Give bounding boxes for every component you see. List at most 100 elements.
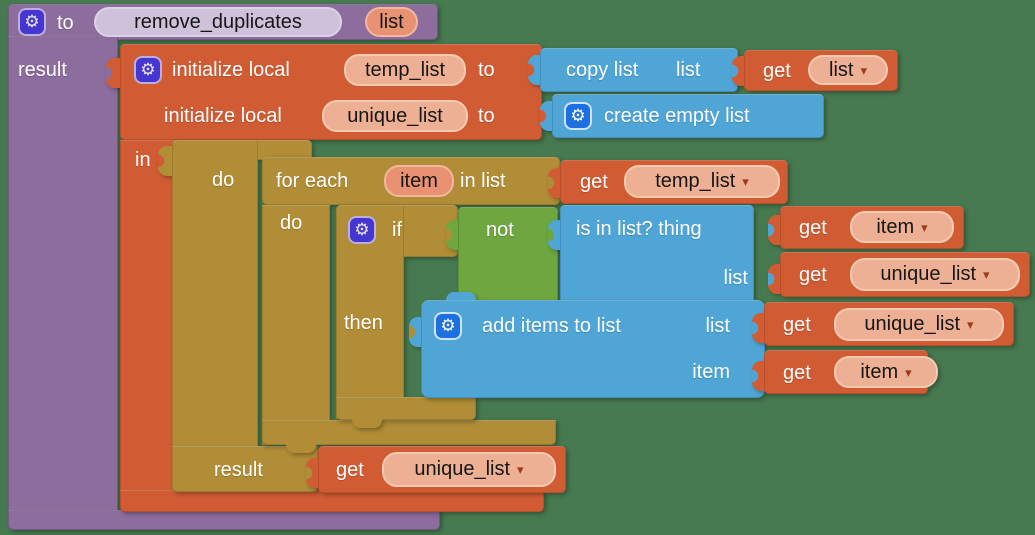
get-label: get <box>783 362 811 384</box>
next-statement-nub <box>352 419 382 428</box>
dropdown-value: item <box>860 360 899 383</box>
dropdown-arrow-icon: ▾ <box>517 462 524 477</box>
create-empty-list-label: create empty list <box>604 105 750 127</box>
dropdown-value: temp_list <box>655 170 736 192</box>
plug-connector <box>752 313 766 343</box>
is-in-list-list-label: list <box>723 267 748 289</box>
add-items-body[interactable] <box>421 300 765 398</box>
get-item-dropdown[interactable]: item ▾ <box>834 356 938 388</box>
then-label: then <box>344 312 383 334</box>
dropdown-arrow-icon: ▾ <box>860 62 867 78</box>
procedure-mutator-gear-icon[interactable]: ⚙ <box>18 8 46 36</box>
is-in-list-thing-label: is in list? thing <box>576 218 702 240</box>
plug-connector <box>528 55 542 85</box>
dropdown-value: unique_list <box>864 313 961 335</box>
plug-connector <box>548 220 562 250</box>
dropdown-arrow-icon: ▾ <box>742 174 749 189</box>
copy-list-body[interactable] <box>540 48 738 92</box>
init-local-bottom-edge[interactable] <box>120 490 544 512</box>
get-list-dropdown[interactable]: list ▾ <box>808 55 888 85</box>
add-items-label: add items to list <box>482 315 621 337</box>
create-empty-list-mutator-gear-icon[interactable]: ⚙ <box>564 102 592 130</box>
procedure-result-label: result <box>18 59 67 81</box>
for-each-var-text: item <box>400 169 438 192</box>
init-local-to-label-2: to <box>478 105 495 127</box>
plug-connector <box>409 317 423 347</box>
init-local-to-label-1: to <box>478 59 495 81</box>
previous-statement-nub <box>446 292 476 301</box>
get-label: get <box>799 217 827 239</box>
result-get-dropdown[interactable]: unique_list ▾ <box>382 452 556 487</box>
do-result-result-row[interactable] <box>172 446 318 492</box>
plug-connector <box>732 56 746 86</box>
gear-glyph: ⚙ <box>140 60 156 79</box>
add-items-list-label: list <box>705 315 730 337</box>
plug-connector <box>446 220 460 250</box>
for-each-var-pill[interactable]: item <box>384 165 454 197</box>
get-unique-list-dropdown[interactable]: unique_list ▾ <box>850 258 1020 291</box>
for-each-prefix-label: for each <box>276 170 349 192</box>
get-label: get <box>783 314 811 336</box>
init-local-label-1: initialize local <box>172 59 290 81</box>
dropdown-arrow-icon: ▾ <box>905 364 912 380</box>
for-each-left-column[interactable] <box>262 205 330 445</box>
temp-list-name-field[interactable]: temp_list <box>344 54 466 86</box>
procedure-to-label: to <box>57 12 74 34</box>
plug-connector <box>548 168 562 198</box>
temp-list-name-text: temp_list <box>364 58 446 81</box>
procedure-param-pill[interactable]: list <box>365 7 418 37</box>
gear-glyph: ⚙ <box>24 12 40 31</box>
for-each-do-label: do <box>280 212 303 234</box>
add-items-item-label: item <box>692 361 730 383</box>
not-body[interactable] <box>458 207 558 303</box>
copy-list-label: copy list <box>566 59 639 81</box>
gear-glyph: ⚙ <box>570 106 586 125</box>
for-each-bottom-edge[interactable] <box>262 420 556 445</box>
dropdown-arrow-icon: ▾ <box>967 317 974 332</box>
do-result-left-column[interactable] <box>172 140 258 492</box>
get-label: get <box>580 171 608 193</box>
plug-connector <box>306 458 320 488</box>
get-label: get <box>336 459 364 481</box>
procedure-name-text: remove_duplicates <box>134 10 302 33</box>
dropdown-value: item <box>876 215 915 238</box>
for-each-suffix-label: in list <box>460 170 506 192</box>
init-local-mutator-gear-icon[interactable]: ⚙ <box>134 56 162 84</box>
gear-glyph: ⚙ <box>440 316 456 335</box>
plug-connector <box>540 101 554 131</box>
get-unique-list-dropdown[interactable]: unique_list ▾ <box>834 308 1004 341</box>
procedure-bottom-edge[interactable] <box>8 510 440 530</box>
gear-glyph: ⚙ <box>354 220 370 239</box>
get-label: get <box>799 264 827 286</box>
dropdown-value: unique_list <box>880 263 977 285</box>
init-local-label-2: initialize local <box>164 105 282 127</box>
procedure-param-text: list <box>379 10 404 33</box>
plug-connector <box>768 215 782 245</box>
plug-connector <box>158 146 172 176</box>
not-label: not <box>486 219 514 241</box>
unique-list-name-field[interactable]: unique_list <box>322 100 468 132</box>
if-mutator-gear-icon[interactable]: ⚙ <box>348 216 376 244</box>
if-label: if <box>392 219 402 241</box>
plug-connector <box>106 58 120 88</box>
get-label: get <box>763 60 791 82</box>
next-statement-nub <box>286 444 316 453</box>
is-in-list-body[interactable] <box>560 205 754 305</box>
dropdown-value: list <box>829 58 854 81</box>
dropdown-arrow-icon: ▾ <box>921 219 928 235</box>
dropdown-arrow-icon: ▾ <box>983 267 990 282</box>
create-empty-list-body[interactable] <box>552 94 824 138</box>
get-item-dropdown[interactable]: item ▾ <box>850 211 954 243</box>
procedure-left-column[interactable] <box>8 36 118 530</box>
plug-connector <box>752 361 766 391</box>
get-temp-list-dropdown[interactable]: temp_list ▾ <box>624 165 780 198</box>
do-result-do-label: do <box>212 169 235 191</box>
unique-list-name-text: unique_list <box>347 104 443 127</box>
add-items-mutator-gear-icon[interactable]: ⚙ <box>434 312 462 340</box>
init-local-in-label: in <box>135 149 151 171</box>
dropdown-value: unique_list <box>414 458 511 480</box>
procedure-name-field[interactable]: remove_duplicates <box>94 7 342 37</box>
if-bottom-edge[interactable] <box>336 397 476 420</box>
plug-connector <box>768 264 782 294</box>
